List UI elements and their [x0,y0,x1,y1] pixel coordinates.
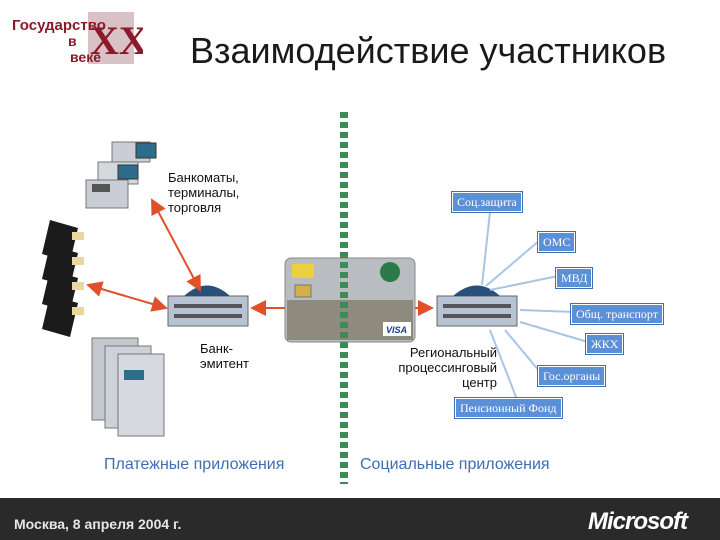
servers-icon [91,337,165,437]
logo-line2: в [68,33,77,49]
atm-label: Банкоматы, терминалы, торговля [168,170,239,215]
logo-line3: веке [70,49,101,65]
logo-line1: Государство [12,17,106,34]
section-payment-apps: Платежные приложения [104,456,285,473]
arrow-atm-bank [151,198,201,292]
issuer-label-line2: эмитент [200,356,250,371]
regional-building-icon [436,285,518,327]
pos-terminals-icon [85,141,157,209]
card-readers-icon [42,220,84,337]
node-zhkh: ЖКХ [586,334,624,354]
page-title: Взаимодействие участников [190,30,667,71]
footer-date: Москва, 8 апреля 2004 г. [14,516,182,532]
node-gov-agencies: Гос.органы [538,366,606,386]
social-links [481,211,589,403]
node-oms: ОМС [538,232,576,252]
section-social-apps: Социальные приложения [360,456,550,473]
node-social-protection: Соц.защита [452,192,522,212]
node-pension-fund: Пенсионный Фонд [455,398,562,418]
footer-bar [0,498,720,540]
node-mvd: МВД [556,268,593,288]
bank-building-icon [167,285,249,327]
atm-label-line2: терминалы, [168,185,240,200]
regional-label-line1: Региональный [409,345,497,360]
atm-label-line1: Банкоматы, [168,170,239,185]
atm-label-line3: торговля [168,200,222,215]
smart-card-icon: VISA [284,257,416,343]
regional-label-line3: центр [462,375,497,390]
microsoft-logo: Microsoft [588,508,688,535]
issuer-label: Банк- эмитент [200,341,249,371]
card-brand: VISA [386,325,407,335]
section-divider [340,112,348,484]
regional-label-line2: процессинговый [398,360,497,375]
arrow-readers-bank [86,281,168,312]
issuer-label-line1: Банк- [200,341,233,356]
regional-label: Региональный процессинговый центр [375,345,497,390]
node-transport: Общ. транспорт [571,304,663,324]
